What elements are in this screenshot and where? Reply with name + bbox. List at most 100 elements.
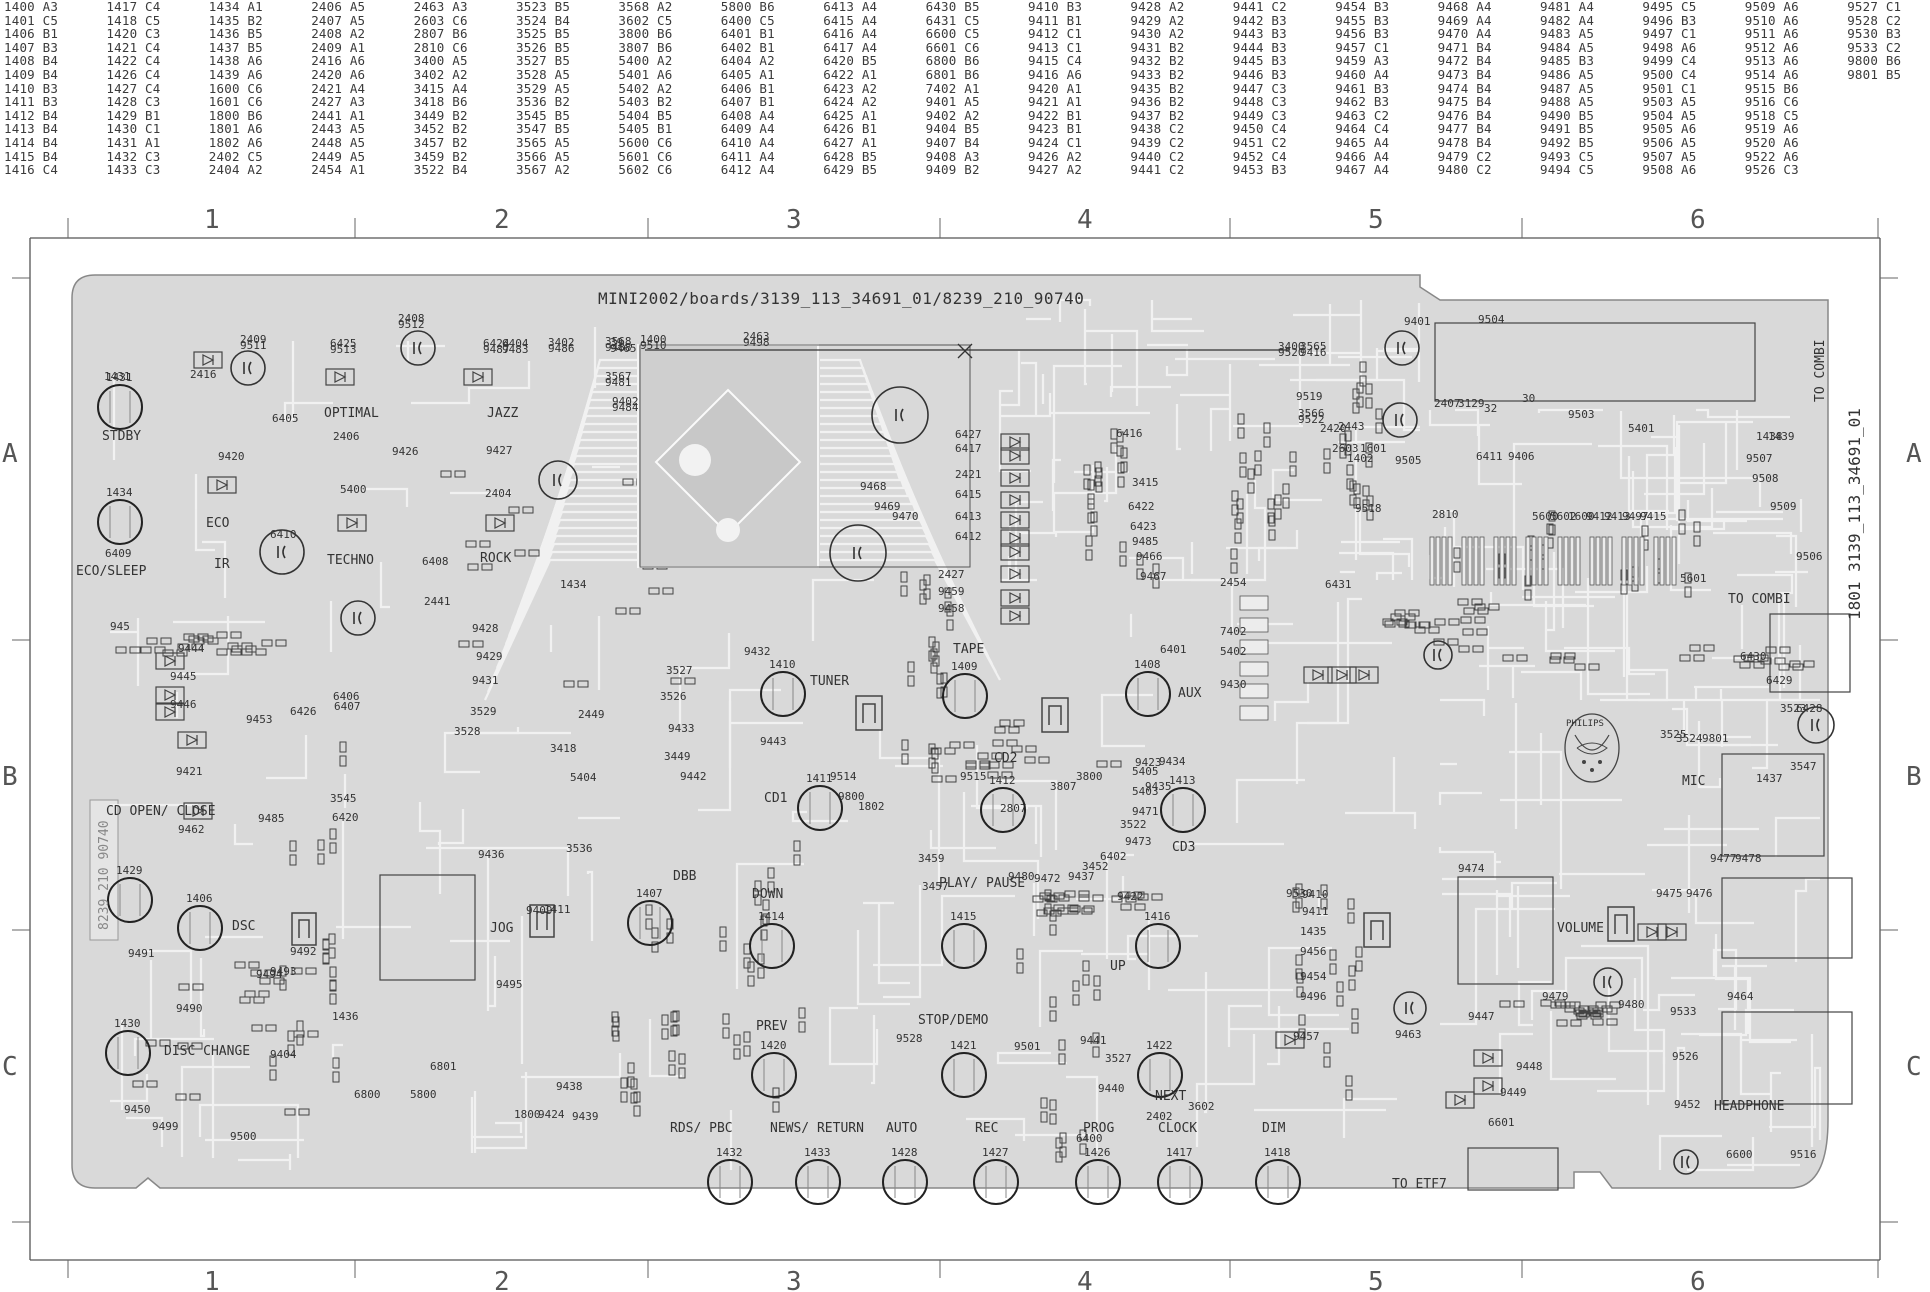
reference-entry: 9528 C2	[1847, 12, 1902, 28]
button-id: 1433	[804, 1146, 831, 1159]
trace	[1235, 778, 1305, 823]
reference-entry: 2404 A2	[208, 162, 263, 178]
diode-symbol	[334, 371, 347, 383]
component-label: 9469	[874, 500, 901, 513]
component-label: 9474	[1458, 862, 1485, 875]
reference-entry: 2408 A2	[311, 26, 366, 42]
smd-pad	[999, 719, 1011, 727]
smd-pad	[1011, 745, 1023, 753]
smd-pad	[930, 662, 938, 674]
component-label: 9481	[605, 376, 632, 389]
component-label: 1435	[1300, 925, 1327, 938]
component-label: 9413	[1604, 510, 1631, 523]
reference-entry: 9401 A5	[925, 94, 980, 110]
smd-pad	[1289, 465, 1297, 477]
button-id: 1420	[760, 1039, 787, 1052]
component-label: 9430	[1220, 678, 1247, 691]
reference-entry: 3565 A5	[516, 134, 571, 150]
smd-pad	[907, 675, 915, 687]
button-id: 1407	[636, 887, 663, 900]
reference-entry: 5601 C6	[618, 148, 673, 164]
diode-symbol	[164, 706, 177, 718]
connector-1802	[1769, 613, 1851, 693]
component-label: 6409	[105, 547, 132, 560]
reference-entry: 9429 A2	[1130, 12, 1185, 28]
smd-pad	[1693, 654, 1705, 662]
smd-pad	[296, 1034, 304, 1046]
chip-resistor	[1239, 617, 1269, 633]
reference-entry: 9472 B4	[1437, 53, 1492, 69]
smd-pad	[1348, 965, 1356, 977]
smd-pad	[1693, 535, 1701, 547]
smd-pad	[1365, 442, 1373, 454]
trace	[1165, 349, 1189, 377]
button-label: PROG	[1083, 1121, 1114, 1136]
smd-pad	[1502, 654, 1514, 662]
zone-column-label-bottom: 3	[786, 1267, 802, 1292]
smd-pad	[1779, 646, 1791, 654]
component-label: 9436	[478, 848, 505, 861]
resistor-array-pin	[1499, 536, 1505, 586]
reference-entry: 9415 C4	[1028, 53, 1083, 69]
component-label: 6417	[955, 442, 982, 455]
smd-pad	[991, 752, 1003, 760]
trace	[1643, 993, 1695, 1012]
smd-pad	[175, 1093, 187, 1101]
button-label: CD1	[764, 791, 787, 806]
smd-pad	[668, 1050, 676, 1062]
smd-pad	[719, 940, 727, 952]
smd-pad	[1083, 905, 1095, 913]
component-label: 9457	[1293, 1030, 1320, 1043]
component-label: 9424	[538, 1108, 565, 1121]
smd-pad	[1366, 509, 1374, 521]
vertical-board-id-left: 8239 210 90740	[97, 820, 112, 930]
reference-entry: 6801 B6	[925, 66, 980, 82]
smd-pad	[115, 646, 127, 654]
smd-pad	[743, 1031, 751, 1043]
trace	[199, 958, 206, 1038]
component-label: 9471	[1132, 805, 1159, 818]
resistor-array-pin	[1461, 536, 1467, 586]
button-inner	[894, 1166, 916, 1198]
component-label: 3568	[605, 335, 632, 348]
smd-pad	[900, 571, 908, 583]
reference-entry: 9450 C4	[1232, 121, 1287, 137]
button-id: 1409	[951, 660, 978, 673]
trace	[1052, 364, 1122, 483]
component-label: 6429	[1766, 674, 1793, 687]
smd-pad	[1353, 497, 1361, 509]
trace	[1175, 404, 1181, 451]
trace	[1014, 500, 1043, 580]
smd-pad	[661, 1014, 669, 1026]
capacitor	[400, 330, 436, 366]
smd-pad	[1546, 523, 1554, 535]
capacitor-polarity	[1681, 1155, 1690, 1169]
zone-column-label-bottom: 6	[1690, 1267, 1706, 1292]
component-label: 3567	[605, 370, 632, 383]
zone-column-label-bottom: 1	[204, 1267, 220, 1292]
smd-pad	[932, 641, 940, 653]
component-label: 9420	[218, 450, 245, 463]
capacitor-polarity	[1811, 718, 1820, 732]
capacitor	[230, 350, 266, 386]
reference-entry: 9471 B4	[1437, 39, 1492, 55]
component-label: 6404	[502, 337, 529, 350]
smd-pad	[1254, 464, 1262, 476]
diode-body	[1473, 1049, 1503, 1067]
diode-body	[1275, 1031, 1305, 1049]
reference-entry: 1431 A1	[106, 134, 161, 150]
component-label: 9497	[1622, 510, 1649, 523]
component-label: 9485	[1132, 535, 1159, 548]
component-label: 9509	[1770, 500, 1797, 513]
smd-pad	[1059, 1132, 1067, 1144]
trace	[678, 633, 731, 724]
capacitor-polarity	[1395, 413, 1404, 427]
resistor-array-pin	[1557, 536, 1563, 586]
smd-pad	[1355, 946, 1363, 958]
reference-entry: 9453 B3	[1232, 162, 1287, 178]
